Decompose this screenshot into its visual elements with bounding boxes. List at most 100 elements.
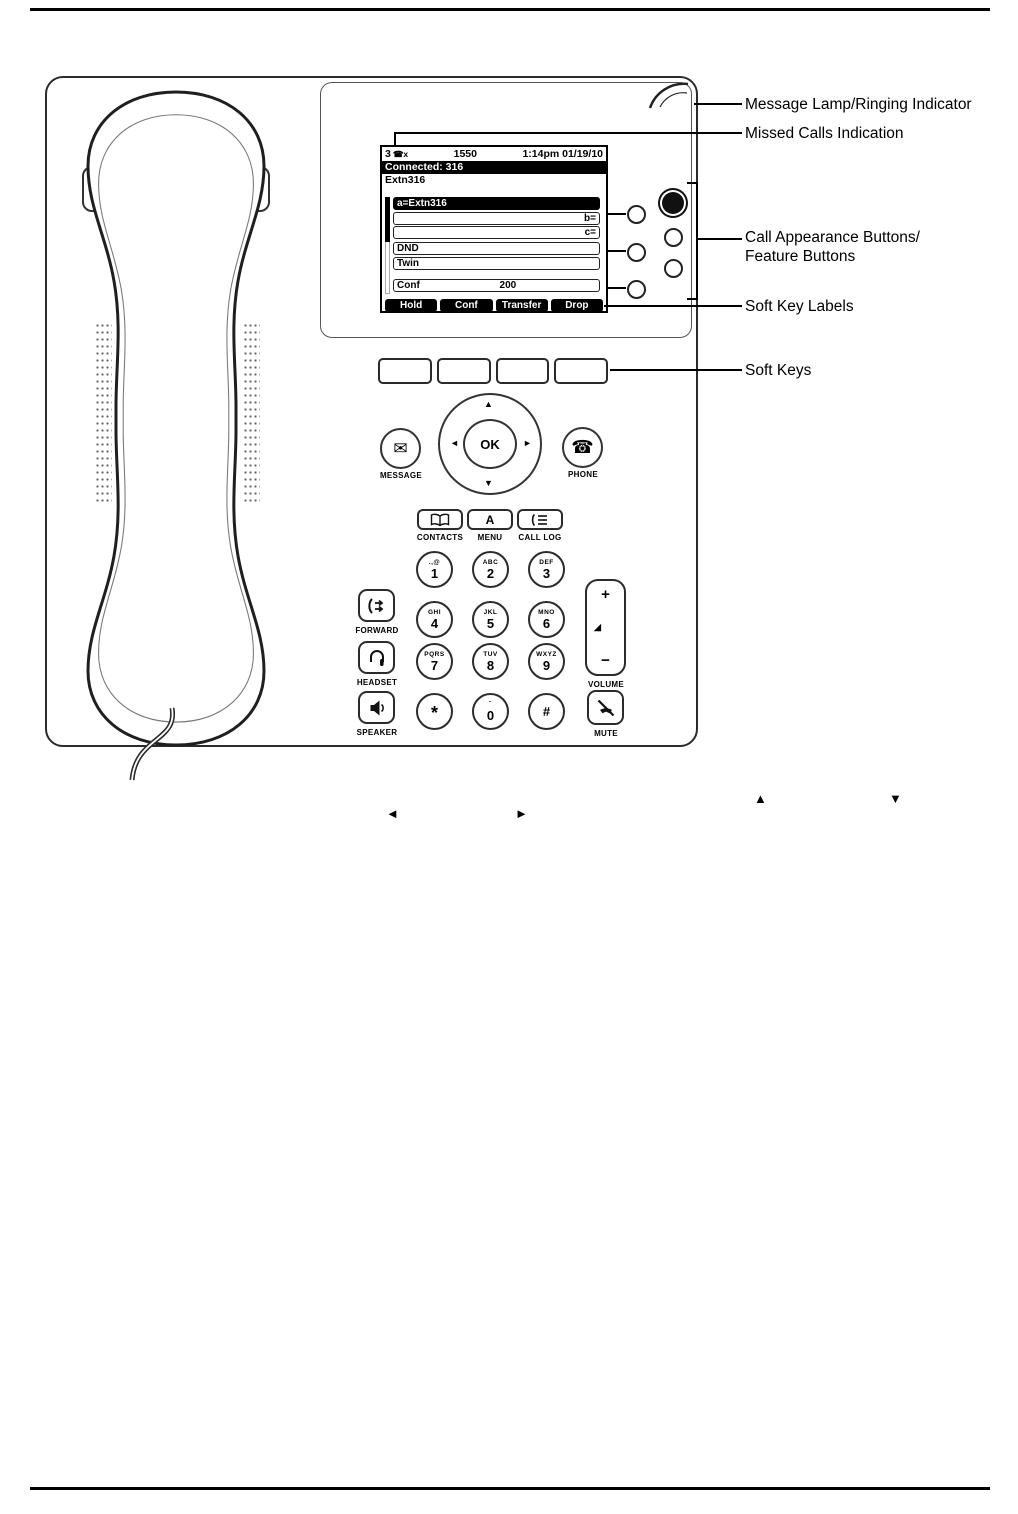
handset-cord	[129, 707, 176, 781]
softkey-label-conf: Conf	[440, 299, 493, 312]
contacts-button	[417, 509, 463, 530]
keypad-8: TUV 8	[472, 643, 509, 680]
callout-line-soft-keys	[610, 369, 742, 371]
phone-button: ☎	[562, 427, 603, 468]
menu-label: MENU	[477, 533, 503, 542]
volume-plus: +	[601, 586, 610, 603]
speaker-icon	[370, 700, 384, 715]
call-appearance-button-lit	[662, 192, 684, 214]
cradle-dots-left	[95, 322, 112, 505]
keypad-star: *	[416, 693, 453, 730]
display-bezel-panel	[320, 82, 692, 338]
callout-bracket-top	[687, 182, 698, 184]
phone-icon: ☎	[571, 437, 594, 457]
line-label: a=Extn316	[397, 198, 447, 209]
callout-missed-calls: Missed Calls Indication	[745, 125, 904, 142]
headset-icon	[369, 649, 384, 666]
callout-line-message-lamp	[694, 103, 742, 105]
display-status-bar: 3 ☎x 1550 1:14pm 01/19/10	[382, 147, 606, 161]
callout-call-appearance-2: Feature Buttons	[745, 248, 856, 265]
call-appearance-button	[664, 259, 683, 278]
soft-keys-row	[378, 358, 608, 384]
caller-name: Extn316	[385, 174, 426, 186]
line-value: 200	[499, 280, 517, 291]
softkey-label-hold: Hold	[385, 299, 438, 312]
callout-message-lamp: Message Lamp/Ringing Indicator	[745, 96, 972, 113]
text-left-arrow-icon: ◄	[386, 806, 399, 821]
feature-line-conf: Conf 200	[393, 279, 600, 292]
keypad-7: PQRS 7	[416, 643, 453, 680]
callout-bracket	[696, 182, 698, 300]
forward-button	[358, 589, 395, 622]
feature-line-twin: Twin	[393, 257, 600, 270]
menu-button: A	[467, 509, 513, 530]
mute-label: MUTE	[594, 729, 618, 738]
display-extension: 1550	[453, 148, 477, 160]
call-line-a: a=Extn316	[393, 197, 600, 210]
keypad-3: DEF 3	[528, 551, 565, 588]
forward-icon	[367, 597, 383, 614]
ok-button: OK	[463, 419, 517, 469]
call-appearance-button	[664, 228, 683, 247]
cradle-dots-right	[243, 322, 260, 505]
call-log-icon	[531, 513, 547, 526]
callout-line-call-appearance	[696, 238, 742, 240]
headset-label: HEADSET	[356, 678, 398, 687]
soft-key-4	[554, 358, 608, 384]
callout-call-appearance-1: Call Appearance Buttons/	[745, 229, 920, 246]
menu-a-glyph: A	[485, 512, 495, 527]
line-label: DND	[397, 243, 419, 254]
volume-rocker: + ◢ −	[585, 579, 626, 676]
text-down-arrow-icon: ▼	[889, 791, 902, 806]
callout-bracket-bottom	[687, 298, 698, 300]
contacts-label: CONTACTS	[416, 533, 464, 542]
line-label: Twin	[397, 258, 420, 269]
callout-soft-key-labels: Soft Key Labels	[745, 298, 854, 315]
stub-line-2	[607, 250, 626, 252]
forward-label: FORWARD	[355, 626, 399, 635]
keypad-6: MNO 6	[528, 601, 565, 638]
message-button: ✉	[380, 428, 421, 469]
volume-minus: −	[601, 652, 610, 669]
stub-line-1	[607, 213, 626, 215]
navigation-ring	[438, 393, 542, 495]
phone-button-label: PHONE	[568, 470, 598, 479]
mute-icon	[597, 699, 614, 716]
display-scrollbar-thumb	[385, 197, 390, 242]
envelope-icon: ✉	[393, 438, 408, 458]
keypad-2: ABC 2	[472, 551, 509, 588]
display-datetime: 1:14pm 01/19/10	[522, 148, 603, 160]
phone-display: 3 ☎x 1550 1:14pm 01/19/10 Connected: 316…	[380, 145, 608, 313]
message-lamp-icon	[648, 82, 689, 109]
line-suffix: c=	[584, 227, 596, 238]
keypad-0: ˘ 0	[472, 693, 509, 730]
feature-line-dnd: DND	[393, 242, 600, 255]
message-button-label: MESSAGE	[379, 471, 423, 480]
speaker-button	[358, 691, 395, 724]
softkey-label-row: Hold Conf Transfer Drop	[385, 299, 603, 312]
page-rule-top	[30, 8, 990, 11]
missed-calls-count: 3	[385, 148, 391, 160]
nav-left-icon: ◄	[450, 438, 459, 448]
text-up-arrow-icon: ▲	[754, 791, 767, 806]
keypad-5: JKL 5	[472, 601, 509, 638]
callout-connector-missed-calls	[394, 132, 396, 145]
page-rule-bottom	[30, 1487, 990, 1490]
text-right-arrow-icon: ►	[515, 806, 528, 821]
missed-calls-icon: ☎x	[392, 148, 409, 159]
nav-down-icon: ▼	[484, 478, 493, 488]
keypad-1: .,@ 1	[416, 551, 453, 588]
nav-up-icon: ▲	[484, 399, 493, 409]
headset-button	[358, 641, 395, 674]
callout-soft-keys: Soft Keys	[745, 362, 812, 379]
call-appearance-button	[627, 280, 646, 299]
mute-button	[587, 690, 624, 725]
softkey-label-drop: Drop	[550, 299, 603, 312]
call-appearance-button	[627, 243, 646, 262]
soft-key-2	[436, 358, 491, 384]
speaker-label: SPEAKER	[356, 728, 398, 737]
keypad-pound: #	[528, 693, 565, 730]
contacts-book-icon	[430, 513, 450, 526]
soft-key-3	[495, 358, 550, 384]
callout-line-missed-calls	[394, 132, 742, 134]
